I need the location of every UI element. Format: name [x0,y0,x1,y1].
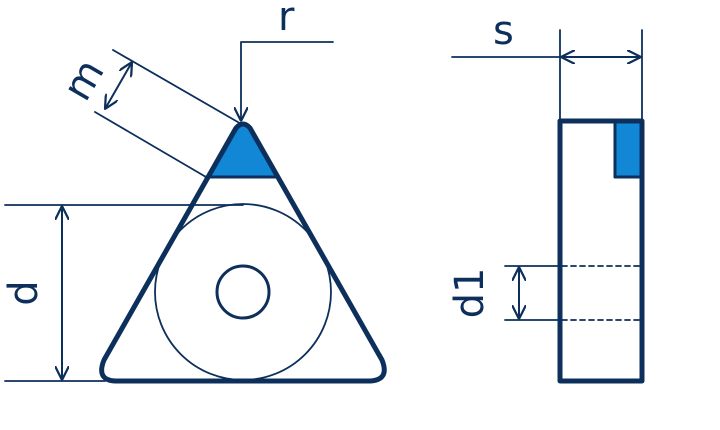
m-dimension-line [105,62,132,109]
m-extension-line-2 [94,111,207,178]
label-m: m [54,52,113,109]
tip-wiper-fill [206,124,277,177]
label-s: s [493,8,514,54]
center-hole [215,264,271,320]
label-d1: d1 [447,268,493,319]
side-outline [557,118,645,384]
m-extension-line-1 [112,49,244,126]
inscribed-circle [154,203,332,381]
r-leader-line [241,41,334,122]
insert-outline [99,121,387,384]
label-d: d [1,280,47,305]
side-accent-fill [615,121,642,177]
label-r: r [278,0,295,40]
